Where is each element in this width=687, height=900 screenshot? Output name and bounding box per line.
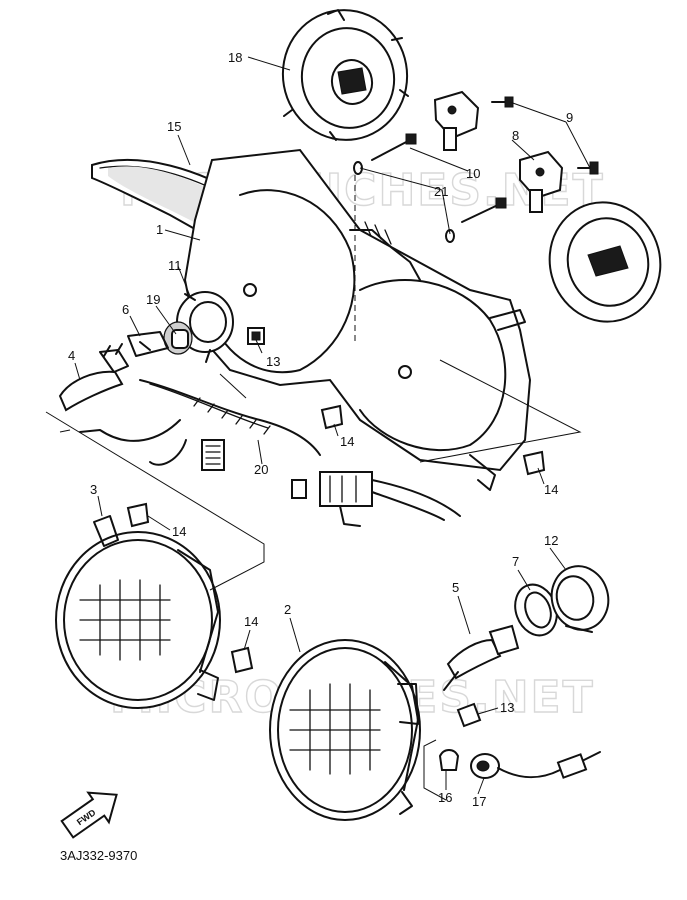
label-2: 2 <box>284 602 291 617</box>
part-14-grommet-b <box>522 450 546 476</box>
label-8: 8 <box>512 128 519 143</box>
label-14-a: 14 <box>340 434 354 449</box>
label-14-c: 14 <box>172 524 186 539</box>
label-14-b: 14 <box>544 482 558 497</box>
part-12-socket-cover <box>550 565 610 633</box>
label-13-upper: 13 <box>266 354 280 369</box>
part-18-rear-cover-upper <box>281 9 409 141</box>
label-12: 12 <box>544 533 558 548</box>
label-16: 16 <box>438 790 452 805</box>
label-18: 18 <box>228 50 242 65</box>
part-17-bulb-socket <box>470 751 601 779</box>
part-3-headlight-unit-left <box>55 515 221 709</box>
part-14-grommet-a <box>320 404 344 430</box>
label-15: 15 <box>167 119 181 134</box>
label-20: 20 <box>254 462 268 477</box>
part-19-bulb-holder <box>163 321 193 355</box>
leader-lines <box>74 56 591 795</box>
part-14-grommet-d <box>230 646 254 674</box>
label-5: 5 <box>452 580 459 595</box>
label-3: 3 <box>90 482 97 497</box>
part-13-clip-upper <box>247 327 265 345</box>
label-10: 10 <box>466 166 480 181</box>
part-20-wire-harness <box>79 379 461 527</box>
part-2-headlight-unit-right <box>269 639 421 821</box>
label-17: 17 <box>472 794 486 809</box>
label-14-d: 14 <box>244 614 258 629</box>
part-10-long-bolts <box>371 133 507 223</box>
part-18-rear-cover-right <box>548 201 662 323</box>
part-8-bracket-lower <box>519 150 564 213</box>
label-11: 11 <box>168 258 182 273</box>
label-9: 9 <box>566 110 573 125</box>
part-4-bulb <box>58 343 129 412</box>
part-16-position-bulb <box>438 749 460 771</box>
part-14-grommet-c <box>126 502 150 528</box>
label-21: 21 <box>434 184 448 199</box>
callout-labels: 18 15 1 11 6 19 4 13 14 14 20 14 3 14 2 … <box>68 50 573 809</box>
part-21-washers <box>353 161 455 243</box>
label-4: 4 <box>68 348 75 363</box>
front-direction-arrow-icon: FWD <box>60 791 118 839</box>
assembly-lines <box>45 359 582 801</box>
label-7: 7 <box>512 554 519 569</box>
part-6-bulb-clip <box>127 331 169 357</box>
part-8-bracket-upper <box>433 90 480 151</box>
part-code: 3AJ332-9370 <box>60 848 138 863</box>
label-13-lower: 13 <box>500 700 514 715</box>
part-5-headlight-bulb <box>443 624 520 691</box>
label-1: 1 <box>156 222 163 237</box>
label-19: 19 <box>146 292 160 307</box>
part-13-clip-lower <box>456 702 482 728</box>
label-6: 6 <box>122 302 129 317</box>
